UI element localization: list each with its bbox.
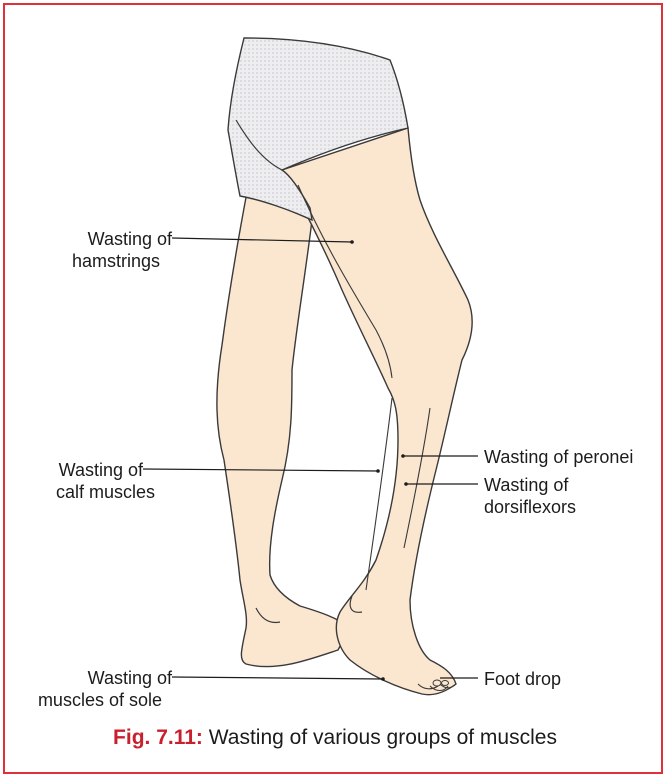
label-hamstrings: Wasting of hamstrings (20, 228, 172, 272)
label-dorsiflexors: Wasting of dorsiflexors (484, 474, 576, 518)
label-sole-line2: muscles of sole (8, 689, 162, 711)
label-calf-line2: calf muscles (20, 481, 155, 503)
label-peronei: Wasting of peronei (484, 446, 633, 468)
caption-text: Wasting of various groups of muscles (209, 726, 557, 749)
label-sole: Wasting of muscles of sole (8, 667, 172, 711)
label-calf: Wasting of calf muscles (20, 459, 143, 503)
figure-caption: Fig. 7.11: Wasting of various groups of … (0, 726, 670, 750)
label-sole-line1: Wasting of (8, 667, 172, 689)
label-hamstrings-line1: Wasting of (20, 228, 172, 250)
caption-number: Fig. 7.11: (113, 726, 203, 749)
label-calf-line1: Wasting of (20, 459, 143, 481)
label-foot-drop: Foot drop (484, 668, 561, 690)
label-dorsiflexors-line1: Wasting of (484, 474, 576, 496)
label-dorsiflexors-line2: dorsiflexors (484, 496, 576, 518)
label-hamstrings-line2: hamstrings (20, 250, 160, 272)
